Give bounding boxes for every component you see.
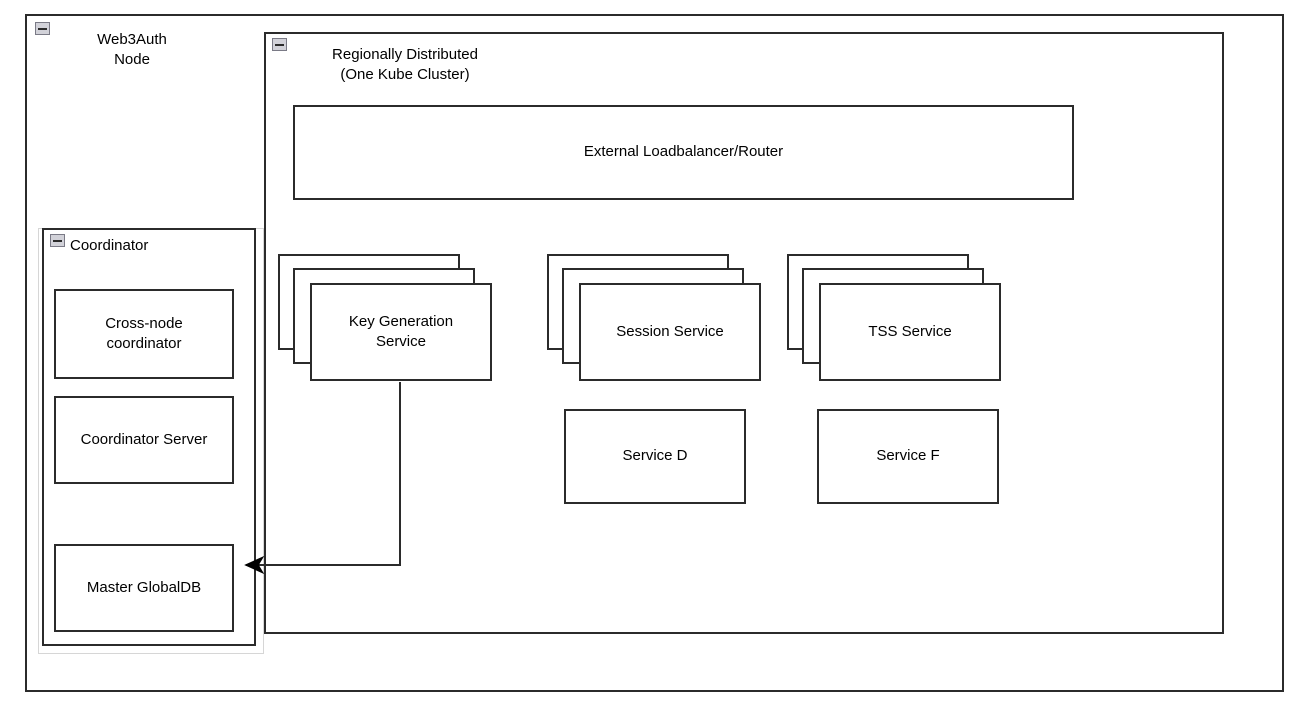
node-label-external-loadbalancer-router: External Loadbalancer/Router xyxy=(583,143,784,161)
container-title-coordinator: Coordinator xyxy=(70,237,149,254)
collapse-icon-web3auth-node[interactable] xyxy=(35,22,50,35)
node-label-service-f: Service F xyxy=(876,447,940,465)
node-label-coordinator-server: Coordinator Server xyxy=(80,430,208,448)
node-service-d[interactable]: Service D xyxy=(564,409,746,504)
node-label-session-service: Session Service xyxy=(616,322,724,340)
node-label-service-d: Service D xyxy=(622,447,688,465)
node-coordinator-server[interactable]: Coordinator Server xyxy=(54,396,234,484)
container-title-web3auth-node: Web3Auth Node xyxy=(97,31,167,69)
container-title-regionally-distributed: Regionally Distributed (One Kube Cluster… xyxy=(332,46,478,84)
node-label-tss-service: TSS Service xyxy=(868,322,952,340)
collapse-icon-coordinator[interactable] xyxy=(50,234,65,247)
node-master-globaldb[interactable]: Master GlobalDB xyxy=(54,544,234,632)
stack-key-generation-service[interactable]: Key Generation Service xyxy=(278,254,493,384)
node-external-loadbalancer-router[interactable]: External Loadbalancer/Router xyxy=(293,105,1074,200)
node-label-master-globaldb: Master GlobalDB xyxy=(86,578,202,596)
node-cross-node-coordinator[interactable]: Cross-node coordinator xyxy=(54,289,234,379)
node-service-f[interactable]: Service F xyxy=(817,409,999,504)
stack-front-key-generation-service[interactable]: Key Generation Service xyxy=(310,283,492,381)
node-label-cross-node-coordinator: Cross-node coordinator xyxy=(105,314,183,352)
collapse-icon-regionally-distributed[interactable] xyxy=(272,38,287,51)
node-label-key-generation-service: Key Generation Service xyxy=(348,312,454,350)
stack-tss-service[interactable]: TSS Service xyxy=(787,254,1002,384)
stack-front-session-service[interactable]: Session Service xyxy=(579,283,761,381)
stack-session-service[interactable]: Session Service xyxy=(547,254,762,384)
stack-front-tss-service[interactable]: TSS Service xyxy=(819,283,1001,381)
